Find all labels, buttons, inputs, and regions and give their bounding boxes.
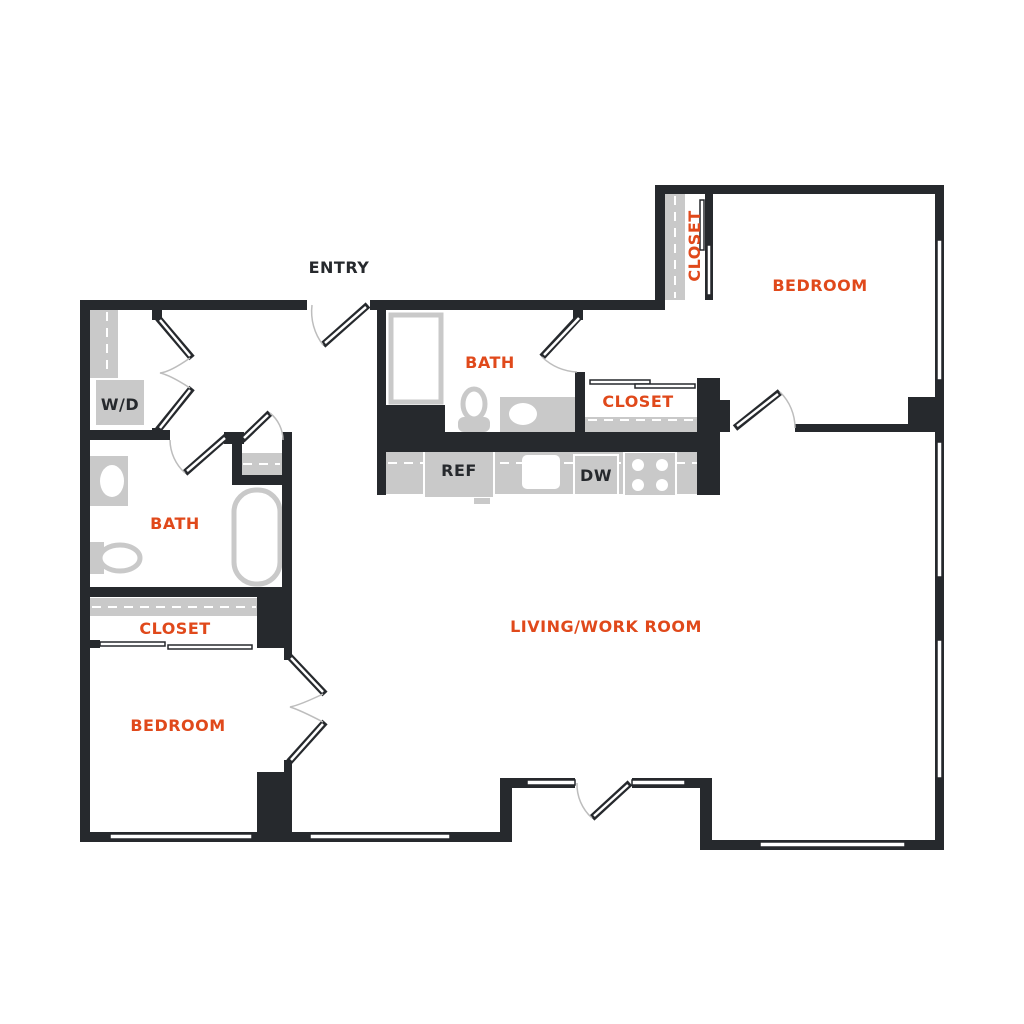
doors[interactable] — [155, 302, 796, 821]
room-label-main-bath: BATH — [465, 353, 515, 372]
left-bath-door — [169, 433, 230, 476]
main-toilet — [458, 417, 490, 432]
stove — [623, 451, 677, 497]
room-label-top-closet: CLOSET — [685, 210, 704, 281]
fixtures — [90, 194, 720, 616]
laundry-doors — [155, 315, 195, 433]
left-bathtub — [231, 487, 283, 587]
left-toilet-tank — [90, 542, 104, 574]
main-bathtub — [388, 312, 444, 405]
bedroom-left-doors — [286, 653, 328, 765]
label-dishwasher: DW — [580, 466, 612, 485]
label-washer-dryer: W/D — [101, 395, 139, 414]
room-label-living: LIVING/WORK ROOM — [510, 617, 702, 636]
balcony-door — [576, 780, 633, 821]
room-label-left-closet: CLOSET — [139, 619, 210, 638]
washer-dryer — [96, 380, 144, 425]
room-label-left-bath: BATH — [150, 514, 200, 533]
kitchen-sink — [522, 455, 560, 489]
windows — [99, 199, 943, 848]
main-bath-door — [539, 313, 583, 373]
dishwasher — [573, 454, 619, 496]
room-label-hall-closet: CLOSET — [602, 392, 673, 411]
room-label-bedroom-right: BEDROOM — [772, 276, 867, 295]
label-refrigerator: REF — [441, 461, 477, 480]
linen-closet-door — [239, 410, 284, 443]
room-label-bedroom-left: BEDROOM — [130, 716, 225, 735]
room-label-entry: ENTRY — [309, 258, 370, 277]
entry-door — [310, 302, 371, 348]
bedroom-right-door — [732, 389, 796, 431]
laundry-shelf — [90, 310, 118, 378]
